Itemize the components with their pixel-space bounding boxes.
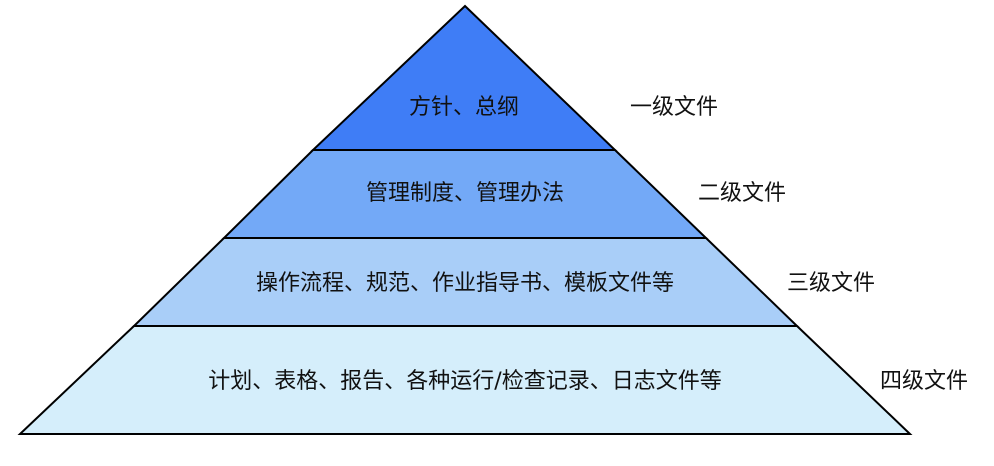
pyramid-level-3: 操作流程、规范、作业指导书、模板文件等 三级文件: [131, 237, 875, 327]
pyramid-level-4-content: 计划、表格、报告、各种运行/检查记录、日志文件等: [208, 369, 721, 394]
pyramid-level-4: 计划、表格、报告、各种运行/检查记录、日志文件等 四级文件: [17, 325, 968, 435]
pyramid-level-3-label: 三级文件: [787, 271, 875, 296]
pyramid-level-3-content: 操作流程、规范、作业指导书、模板文件等: [256, 271, 674, 296]
pyramid-level-1: 方针、总纲 一级文件: [310, 4, 718, 151]
pyramid-level-2: 管理制度、管理办法 二级文件: [221, 149, 786, 239]
pyramid-level-1-content: 方针、总纲: [409, 95, 519, 120]
pyramid-level-4-shape: [17, 325, 913, 435]
pyramid-level-4-label: 四级文件: [880, 369, 968, 394]
pyramid-level-2-content: 管理制度、管理办法: [366, 181, 564, 206]
pyramid-level-1-shape: [310, 4, 618, 151]
pyramid-level-2-label: 二级文件: [698, 181, 786, 206]
pyramid-level-1-label: 一级文件: [630, 95, 718, 120]
